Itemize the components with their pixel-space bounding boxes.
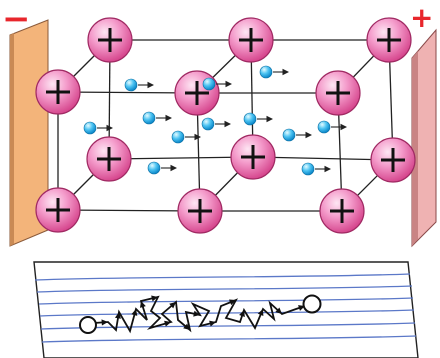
- ion-2: [229, 18, 273, 62]
- electron-3: [143, 112, 171, 124]
- ion-7: [36, 70, 80, 114]
- electron-6: [202, 118, 230, 130]
- path-end-circle: [304, 296, 321, 313]
- negative-sign: −: [2, 0, 31, 39]
- ion-4: [87, 137, 131, 181]
- electron-2: [260, 66, 288, 78]
- ion-12: [320, 189, 364, 233]
- electron-9: [318, 121, 346, 133]
- electron-5: [172, 131, 200, 143]
- electron-1: [125, 79, 153, 91]
- ion-9: [316, 71, 360, 115]
- positive-sign: +: [410, 1, 433, 34]
- electron-7: [244, 113, 272, 125]
- ion-10: [36, 188, 80, 232]
- electron-11: [302, 163, 330, 175]
- ion-11: [178, 189, 222, 233]
- ion-1: [88, 18, 132, 62]
- ion-5: [231, 135, 275, 179]
- electron-10: [148, 162, 176, 174]
- ion-3: [367, 18, 411, 62]
- wire-section: [34, 262, 418, 358]
- electron-4: [84, 122, 112, 134]
- path-start-circle: [80, 317, 96, 333]
- positive-plate: [412, 30, 436, 246]
- ion-6: [371, 138, 415, 182]
- lattice-lines: [58, 40, 393, 211]
- ion-8: [175, 71, 219, 115]
- electron-8: [283, 129, 311, 141]
